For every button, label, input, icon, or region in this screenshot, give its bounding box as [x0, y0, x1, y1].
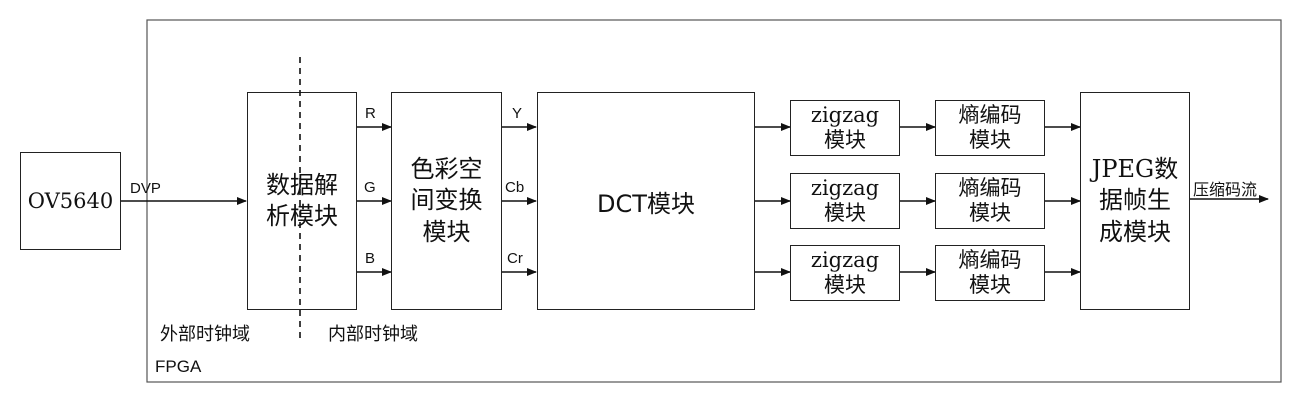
jpeg-frame-label: JPEG数 据帧生 成模块	[1091, 155, 1179, 246]
zigzag-label: zigzag 模块	[810, 175, 880, 225]
dct-block: DCT模块	[537, 92, 755, 310]
zigzag-label: zigzag 模块	[810, 247, 880, 297]
fpga-label: FPGA	[155, 357, 202, 376]
zigzag-block: zigzag 模块	[790, 245, 900, 301]
channel-r-label: R	[365, 105, 376, 122]
internal-clock-domain-label: 内部时钟域	[328, 324, 418, 345]
channel-cb-label: Cb	[505, 179, 525, 196]
channel-g-label: G	[364, 179, 376, 196]
color-space-label: 色彩空 间变换 模块	[410, 155, 483, 246]
entropy-coding-block: 熵编码 模块	[935, 100, 1045, 156]
entropy-coding-label: 熵编码 模块	[958, 102, 1022, 152]
channel-y-label: Y	[512, 105, 523, 122]
entropy-coding-block: 熵编码 模块	[935, 245, 1045, 301]
entropy-coding-label: 熵编码 模块	[958, 175, 1022, 225]
channel-cr-label: Cr	[507, 250, 523, 267]
output-stream-label: 压缩码流	[1193, 180, 1258, 199]
data-parser-label: 数据解 析模块	[266, 170, 338, 230]
zigzag-label: zigzag 模块	[810, 102, 880, 152]
ov5640-label: OV5640	[27, 189, 114, 213]
entropy-coding-block: 熵编码 模块	[935, 173, 1045, 229]
external-clock-domain-label: 外部时钟域	[160, 324, 250, 345]
entropy-coding-label: 熵编码 模块	[958, 247, 1022, 297]
dct-label: DCT模块	[597, 189, 695, 218]
zigzag-block: zigzag 模块	[790, 173, 900, 229]
zigzag-block: zigzag 模块	[790, 100, 900, 156]
color-space-block: 色彩空 间变换 模块	[391, 92, 502, 310]
ov5640-block: OV5640	[20, 152, 121, 250]
jpeg-frame-block: JPEG数 据帧生 成模块	[1080, 92, 1190, 310]
dvp-label: DVP	[130, 180, 161, 197]
channel-b-label: B	[365, 250, 376, 267]
data-parser-block: 数据解 析模块	[247, 92, 357, 310]
